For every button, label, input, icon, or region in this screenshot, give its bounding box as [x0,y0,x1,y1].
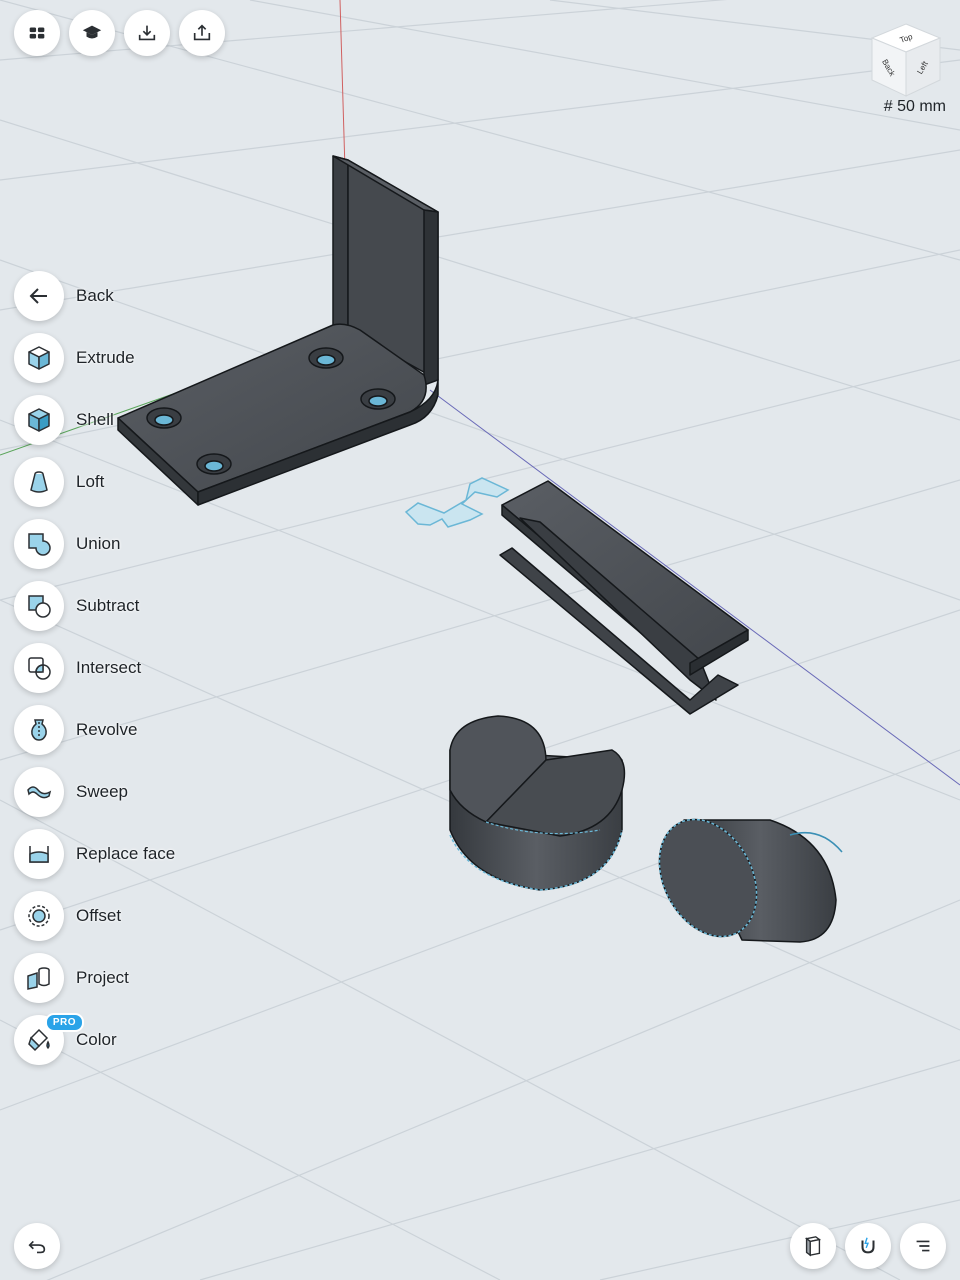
tool-offset-label: Offset [76,906,122,925]
tool-project-label: Project [76,968,129,987]
undo-icon [28,1240,46,1254]
project-icon [27,967,50,990]
tool-loft-label: Loft [76,472,105,491]
axes [0,0,960,786]
cube-shell-icon [28,408,50,432]
union-icon [28,533,51,556]
cut-cylinder-solid[interactable] [449,715,626,891]
export-icon [193,24,211,41]
intersect-icon [28,657,51,680]
revolve-icon [31,719,47,741]
tool-back[interactable]: Back [14,270,114,322]
tool-shell-label: Shell [76,410,114,429]
import-icon [138,25,156,41]
undo-button[interactable] [14,1223,60,1269]
import-button[interactable] [124,10,170,56]
view-cube-top-face[interactable]: Top [899,32,915,45]
tool-project[interactable]: Project [14,952,129,1004]
i-beam-sketch[interactable] [404,477,510,528]
tool-sweep-label: Sweep [76,782,128,801]
view-mode-button[interactable] [790,1223,836,1269]
tool-sweep[interactable]: Sweep [14,766,128,818]
cube-extrude-icon [28,346,50,370]
tool-revolve-label: Revolve [76,720,138,739]
tool-union[interactable]: Union [14,518,120,570]
grid-size-label: # 50 mm [883,98,946,115]
tool-union-label: Union [76,534,121,553]
view-cube[interactable]: Top Back Left [866,20,946,100]
tool-color-label: Color [76,1030,117,1049]
tool-revolve[interactable]: Revolve [14,704,137,756]
l-bracket-solid[interactable] [117,155,439,506]
loft-icon [30,471,48,493]
menu-icon [916,1240,930,1252]
subtract-icon [28,595,51,618]
tool-shell[interactable]: Shell [14,394,114,446]
tool-replace-face-label: Replace face [76,844,176,863]
snap-magnet-icon [861,1237,875,1254]
tool-subtract[interactable]: Subtract [14,580,139,632]
tool-offset[interactable]: Offset [14,890,121,942]
view-mode-icon [804,1236,822,1257]
i-beam-solid[interactable] [499,480,749,715]
offset-icon [28,905,50,927]
learn-cap-icon [82,25,102,39]
tool-intersect-label: Intersect [76,658,142,677]
replace-face-icon [29,846,49,863]
tool-color[interactable]: PRO Color [14,1013,117,1066]
learn-button[interactable] [69,10,115,56]
tool-back-label: Back [76,286,114,305]
snap-button[interactable] [845,1223,891,1269]
tilted-cylinder-solid[interactable] [640,803,843,954]
tool-replace-face[interactable]: Replace face [14,828,175,880]
export-button[interactable] [179,10,225,56]
apps-grid-button[interactable] [14,10,60,56]
arrow-left-icon [29,288,47,304]
paint-bucket-icon [28,1028,50,1052]
tool-loft[interactable]: Loft [14,456,104,508]
sweep-icon [27,786,52,799]
tool-extrude-label: Extrude [76,348,135,367]
tool-intersect[interactable]: Intersect [14,642,141,694]
menu-button[interactable] [900,1223,946,1269]
grid-icon [29,27,45,39]
tool-extrude[interactable]: Extrude [14,332,135,384]
tool-subtract-label: Subtract [76,596,140,615]
pro-badge: PRO [44,1013,84,1032]
